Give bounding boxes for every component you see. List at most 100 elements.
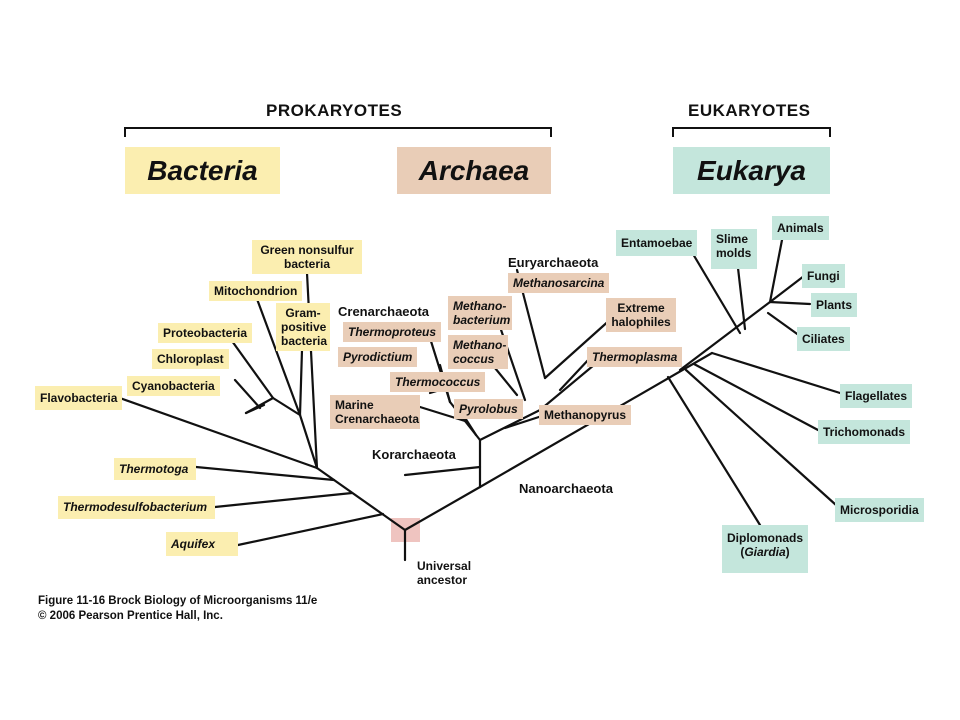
- label-line: bacterium: [453, 313, 511, 327]
- proteo-node: [271, 396, 302, 417]
- label-thermococcus: Thermococcus: [390, 372, 486, 392]
- label-thermodesulfobacterium: Thermodesulfobacterium: [58, 496, 215, 519]
- label-crenarchaeota: Crenarchaeota: [338, 304, 430, 319]
- label-line: molds: [716, 246, 752, 260]
- caption-line: Figure 11-16 Brock Biology of Microorgan…: [38, 595, 318, 607]
- label-aquifex: Aquifex: [166, 532, 238, 556]
- label-universal-ancestor: Universal ancestor: [417, 559, 471, 587]
- figure-caption: Figure 11-16 Brock Biology of Microorgan…: [38, 594, 317, 624]
- eukarya-trunk: [678, 300, 772, 372]
- label-line: bacteria: [283, 257, 331, 271]
- label-line: Green nonsulfur: [260, 243, 354, 257]
- label-chloroplast: Chloroplast: [152, 349, 229, 369]
- branch-thermotoga: [194, 465, 336, 482]
- label-line: Extreme: [617, 301, 665, 315]
- branch-animals: [768, 238, 784, 304]
- label-methanosarcina: Methanosarcina: [508, 273, 610, 293]
- label-line: Methano-: [453, 338, 507, 352]
- label-line: positive: [281, 320, 327, 334]
- label-gram-positive-bacteria: Gram- positive bacteria: [276, 303, 330, 351]
- branch-thermodesulfobacterium: [213, 491, 354, 509]
- prokaryotes-header: PROKARYOTES: [266, 101, 403, 120]
- label-pyrolobus: Pyrolobus: [454, 399, 523, 419]
- label-thermoplasma: Thermoplasma: [587, 347, 683, 367]
- eukaryotes-header: EUKARYOTES: [688, 101, 811, 120]
- label-plants: Plants: [811, 293, 858, 317]
- label-line: bacteria: [281, 334, 328, 348]
- branch-methanopyrus: [503, 413, 547, 430]
- label-line: ancestor: [417, 573, 468, 587]
- domain-bacteria: Bacteria: [125, 147, 280, 194]
- branch-slime-molds: [736, 266, 747, 331]
- label-korarchaeota: Korarchaeota: [372, 447, 456, 462]
- bacteria-trunk: [315, 466, 407, 532]
- bacteria-upper: [298, 413, 319, 470]
- eukaryotes-bracket: [672, 127, 831, 137]
- label-cyanobacteria: Cyanobacteria: [127, 376, 220, 396]
- branch-flavobacteria: [115, 395, 319, 470]
- label-extreme-halophiles: Extreme halophiles: [606, 298, 676, 332]
- label-line: halophiles: [611, 315, 671, 329]
- branch-ciliates: [766, 311, 802, 338]
- domain-eukarya: Eukarya: [673, 147, 830, 194]
- paren-open: (: [740, 545, 745, 559]
- label-mitochondrion: Mitochondrion: [209, 281, 303, 301]
- label-marine-crenarchaeota: Marine Crenarchaeota: [330, 395, 420, 429]
- branch-methanobacterium: [496, 319, 527, 402]
- archaea-eukarya-trunk: [403, 485, 482, 532]
- label-microsporidia: Microsporidia: [835, 498, 924, 522]
- label-line: Marine: [335, 398, 374, 412]
- label-methanococcus: Methano- coccus: [448, 335, 508, 369]
- branch-proteobacteria: [230, 339, 275, 400]
- label-slime-molds: Slime molds: [711, 229, 757, 269]
- label-line: Methano-: [453, 299, 507, 313]
- branch-cyano-leaf: [233, 378, 262, 410]
- branch-flagellates: [710, 351, 842, 395]
- archaea-node: [478, 408, 542, 442]
- label-proteobacteria: Proteobacteria: [158, 323, 253, 343]
- label-entamoebae: Entamoebae: [616, 230, 698, 256]
- label-thermoproteus: Thermoproteus: [343, 322, 442, 342]
- paren-close: ): [785, 545, 790, 559]
- label-flavobacteria: Flavobacteria: [35, 386, 123, 410]
- branch-microsporidia: [684, 368, 838, 507]
- label-green-nonsulfur-bacteria: Green nonsulfur bacteria: [252, 240, 362, 274]
- label-line: (Giardia): [727, 545, 803, 559]
- label-line: coccus: [453, 352, 495, 366]
- label-methanopyrus: Methanopyrus: [539, 405, 632, 425]
- eury-trunk: [538, 358, 602, 412]
- branch-halophiles: [543, 316, 614, 380]
- label-line: Universal: [417, 559, 472, 573]
- label-line: Crenarchaeota: [335, 412, 420, 426]
- branch-trichomonads: [692, 362, 820, 432]
- label-euryarchaeota: Euryarchaeota: [508, 255, 599, 270]
- label-line: Gram-: [285, 306, 321, 320]
- label-pyrodictium: Pyrodictium: [338, 347, 418, 367]
- label-line: Slime: [716, 232, 749, 246]
- branch-aquifex: [236, 512, 385, 547]
- branch-diplomonads: [666, 375, 762, 527]
- branch-gram-positive: [298, 348, 304, 417]
- branch-mitochondrion: [255, 297, 302, 417]
- branch-plants: [768, 300, 812, 306]
- branch-methanococcus: [493, 366, 519, 397]
- label-thermotoga: Thermotoga: [114, 458, 196, 480]
- branch-thermoplasma: [558, 356, 592, 392]
- branch-cyanobacteria: [244, 403, 266, 415]
- domain-archaea: Archaea: [397, 147, 551, 194]
- label-ciliates: Ciliates: [797, 327, 850, 351]
- label-diplomonads: Diplomonads (Giardia): [722, 525, 808, 573]
- label-trichomonads: Trichomonads: [818, 420, 911, 444]
- branch-korarchaeota: [403, 465, 482, 477]
- label-line: Diplomonads: [727, 531, 804, 545]
- branch-fungi: [768, 274, 806, 304]
- label-fungi: Fungi: [802, 264, 845, 288]
- branch-entamoebae: [691, 252, 742, 335]
- caption-line: © 2006 Pearson Prentice Hall, Inc.: [38, 610, 223, 622]
- prokaryotes-bracket: [124, 127, 552, 137]
- label-flagellates: Flagellates: [840, 384, 913, 408]
- label-animals: Animals: [772, 216, 829, 240]
- label-methanobacterium: Methano- bacterium: [448, 296, 512, 330]
- giardia-text: Giardia: [744, 545, 786, 559]
